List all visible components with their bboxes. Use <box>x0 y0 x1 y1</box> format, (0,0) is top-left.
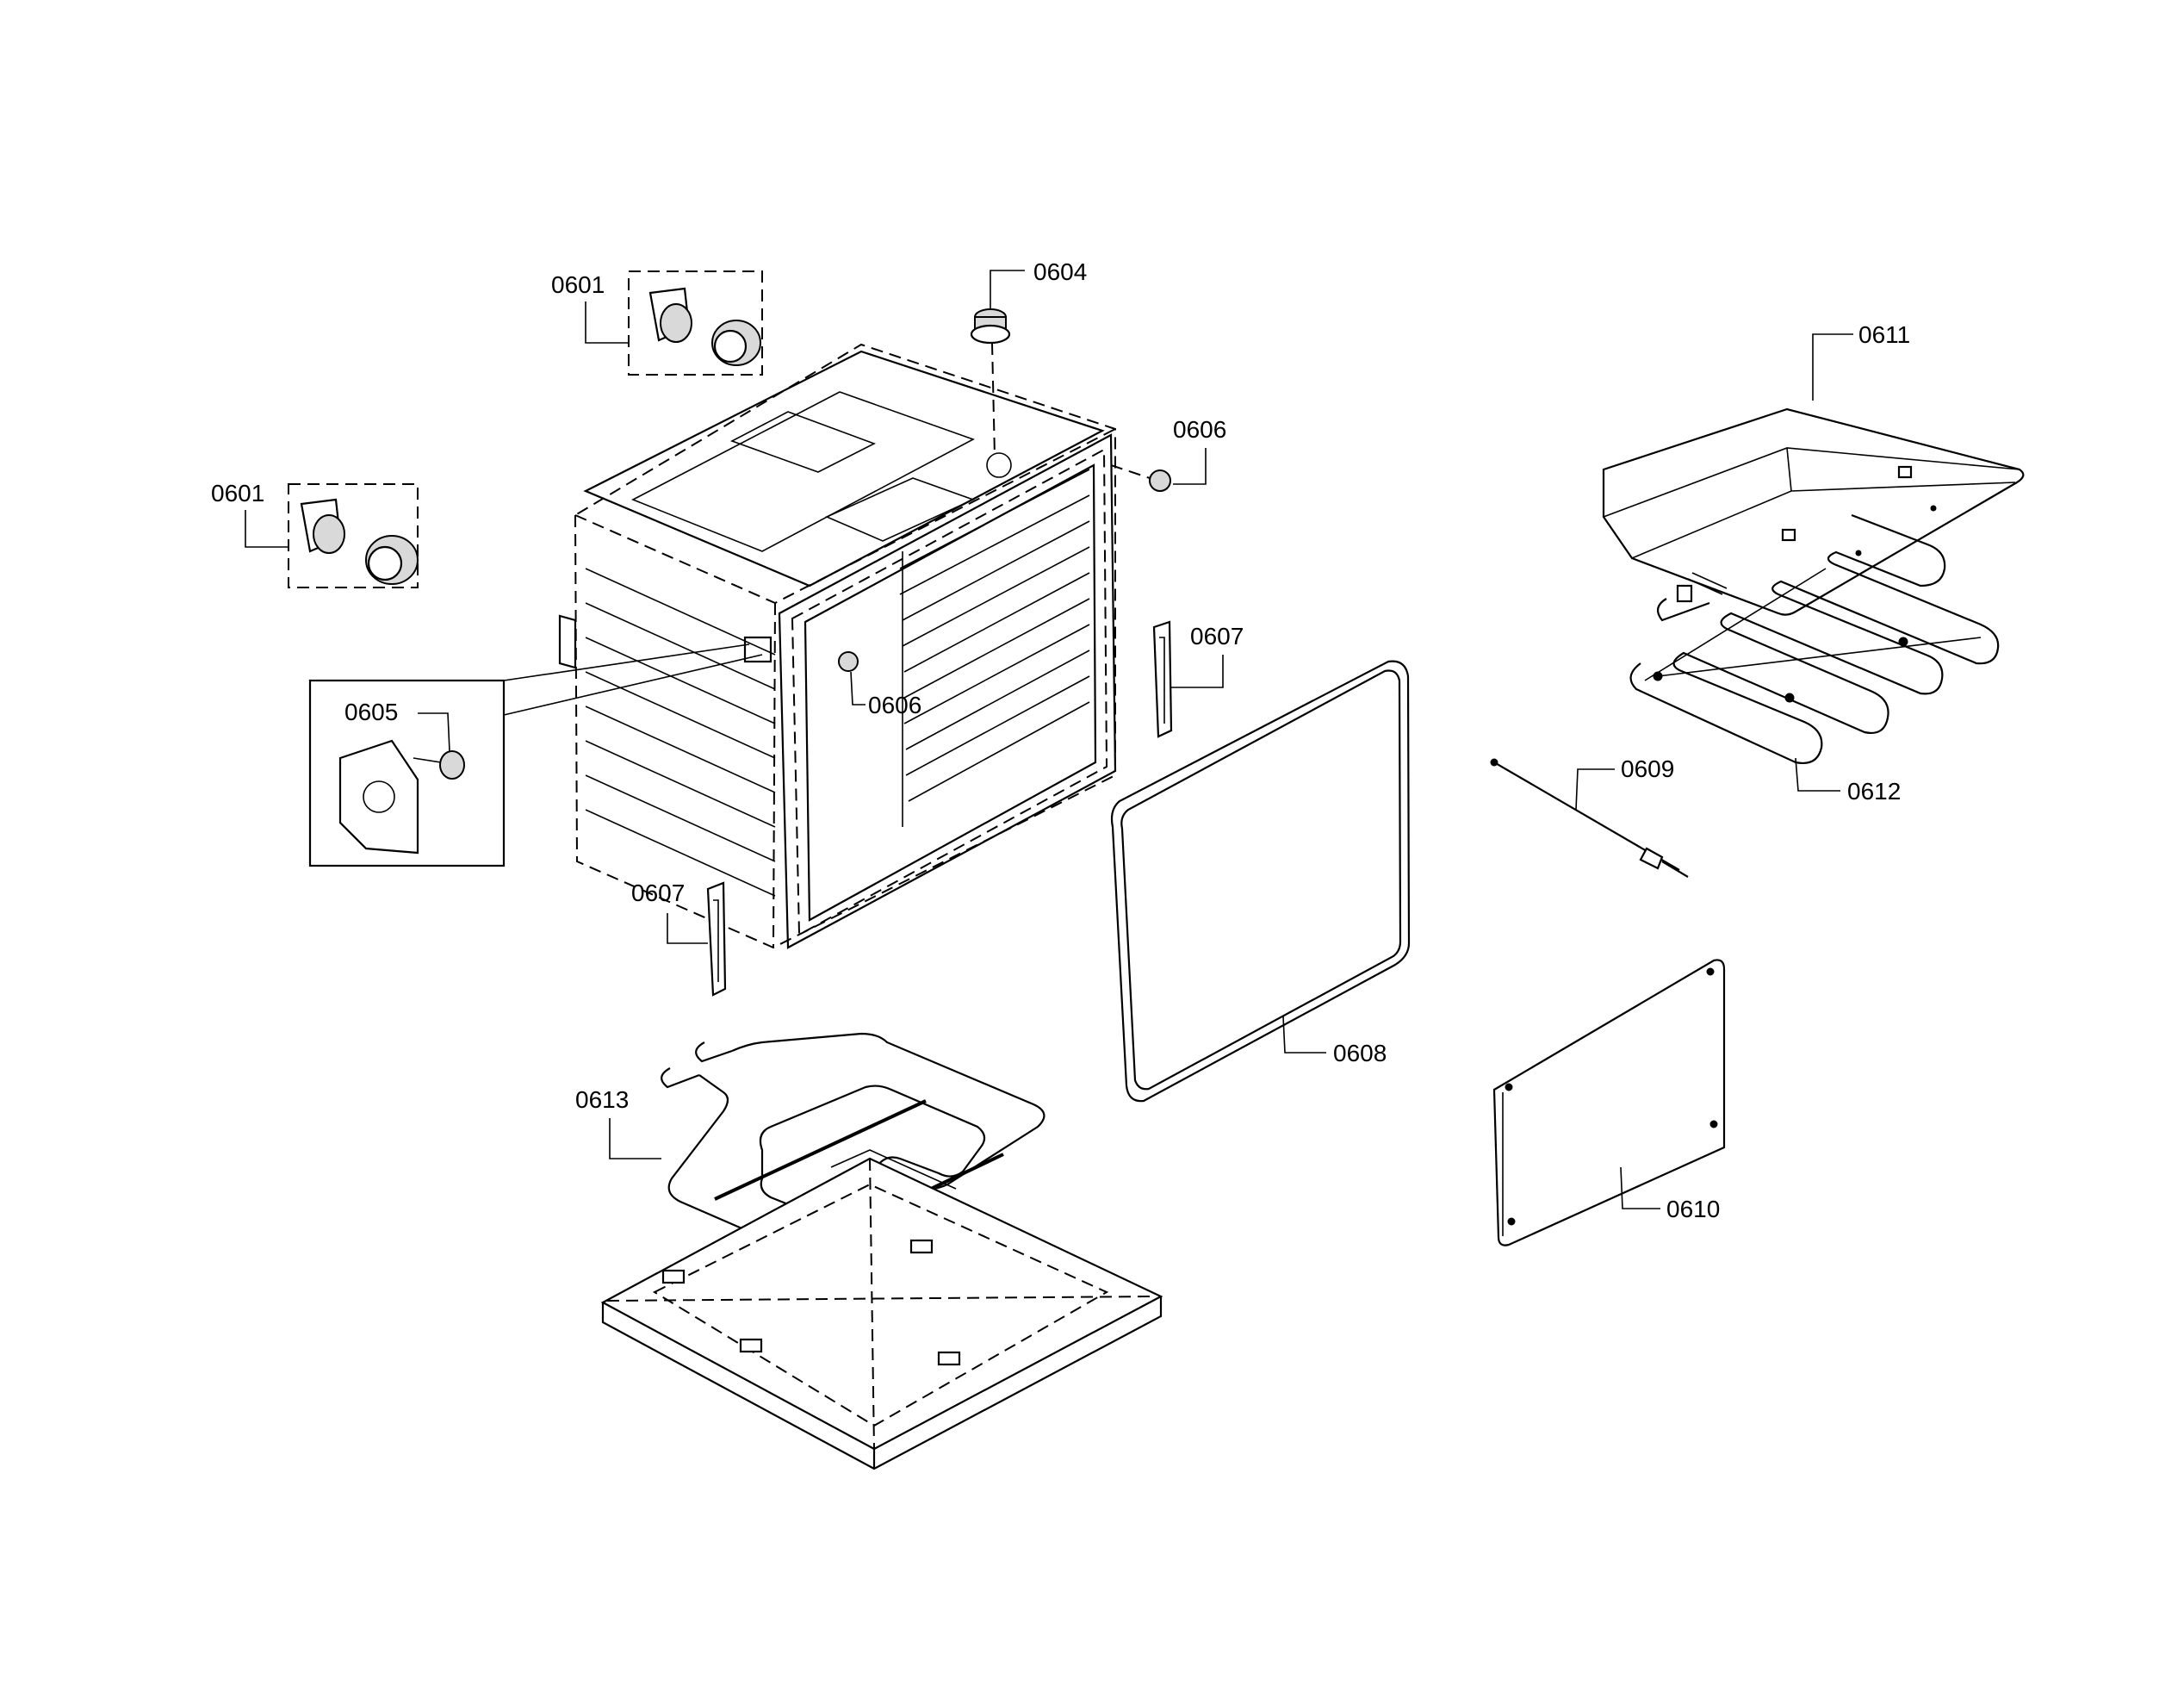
lamp-assembly-upper <box>628 270 763 376</box>
callout-label: 0606 <box>1173 416 1226 443</box>
lamp-assembly-left <box>288 483 419 588</box>
callout-label: 0607 <box>631 880 685 906</box>
callout-label: 0613 <box>575 1086 629 1113</box>
callout-label: 0608 <box>1333 1040 1387 1066</box>
callout-label: 0604 <box>1033 258 1087 285</box>
callout-0610[interactable]: 0610 <box>1620 1166 1720 1222</box>
heat-shield <box>1602 407 2025 616</box>
callout-0606-upper[interactable]: 0606 <box>1173 416 1226 485</box>
broil-element <box>1629 513 2000 764</box>
bottom-panel <box>600 1149 1163 1470</box>
oven-cavity <box>558 343 1117 949</box>
callout-0611[interactable]: 0611 <box>1812 321 1910 401</box>
callout-label: 0606 <box>868 692 921 718</box>
fastener-upper <box>1110 464 1171 492</box>
callout-0612[interactable]: 0612 <box>1795 757 1901 805</box>
detail-box-0605 <box>308 636 772 867</box>
meat-probe-sensor <box>1490 758 1689 878</box>
callout-label: 0611 <box>1858 321 1910 348</box>
callout-label: 0607 <box>1190 623 1244 650</box>
callout-0601-left[interactable]: 0601 <box>211 480 289 548</box>
callout-label: 0612 <box>1847 778 1901 805</box>
cover-plate <box>1492 959 1726 1246</box>
callout-0607-right[interactable]: 0607 <box>1171 623 1244 688</box>
temperature-sensor-part <box>970 308 1011 457</box>
callout-0608[interactable]: 0608 <box>1282 1016 1387 1066</box>
callout-label: 0609 <box>1621 755 1674 782</box>
callout-0609[interactable]: 0609 <box>1575 755 1674 811</box>
callout-0613[interactable]: 0613 <box>575 1086 661 1159</box>
hinge-receptacle-left <box>706 881 727 997</box>
hinge-receptacle-right <box>1152 620 1173 738</box>
callout-0601-upper[interactable]: 0601 <box>551 271 629 344</box>
side-rails <box>585 568 776 897</box>
callout-0605[interactable]: 0605 <box>344 699 450 752</box>
rack-rails <box>899 469 1090 827</box>
callout-0607-left[interactable]: 0607 <box>631 880 708 944</box>
callout-label: 0601 <box>211 480 264 507</box>
callout-0604[interactable]: 0604 <box>990 258 1087 308</box>
door-gasket <box>1110 660 1411 1103</box>
callout-label: 0605 <box>344 699 398 725</box>
callout-0606-cavity[interactable]: 0606 <box>850 671 921 718</box>
fastener-cavity <box>838 651 859 672</box>
callout-label: 0601 <box>551 271 605 298</box>
callout-label: 0610 <box>1666 1196 1720 1222</box>
